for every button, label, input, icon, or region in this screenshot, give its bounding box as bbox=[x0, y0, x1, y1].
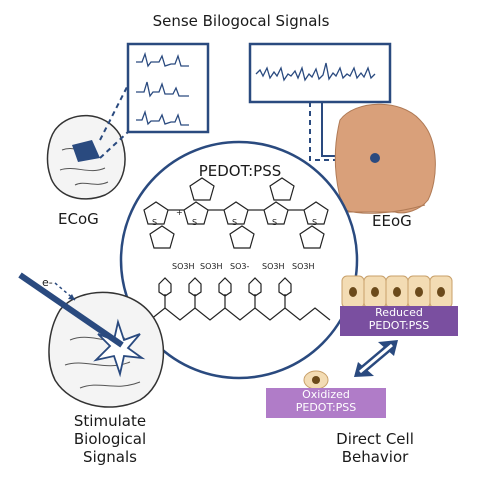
ecog-link-bottom bbox=[99, 131, 129, 159]
sulfonate-label-4: SO3H bbox=[262, 262, 285, 271]
plus-charge: + bbox=[176, 208, 183, 217]
thiophene-s-5: S bbox=[312, 218, 318, 227]
stimulate-brain-icon bbox=[48, 291, 165, 408]
sulfonate-label-3: SO3- bbox=[230, 262, 250, 271]
stimulate-label: Stimulate Biological Signals bbox=[73, 412, 147, 466]
sulfonate-label-2: SO3H bbox=[200, 262, 223, 271]
reduced-layer bbox=[340, 306, 458, 336]
reduced-cells bbox=[341, 275, 453, 309]
thiophene-s-1: S bbox=[152, 218, 158, 227]
ecog-traces bbox=[136, 51, 189, 126]
electron-arrow-head bbox=[68, 294, 75, 300]
electron-label: e- bbox=[42, 276, 53, 289]
electrode-dot bbox=[370, 153, 380, 163]
reduced-label: Reduced PEDOT:PSS bbox=[368, 306, 430, 332]
sulfonate-label-5: SO3H bbox=[292, 262, 315, 271]
ecog-brain-icon bbox=[46, 114, 126, 200]
eeog-label: EEoG bbox=[372, 212, 412, 230]
sulfonate-label-1: SO3H bbox=[172, 262, 195, 271]
thiophene-s-3: S bbox=[232, 218, 238, 227]
ecog-link-top bbox=[99, 84, 129, 141]
ecog-label: ECoG bbox=[58, 210, 99, 228]
head-icon bbox=[334, 103, 436, 214]
oxidized-cell bbox=[303, 370, 329, 390]
switch-arrow-icon bbox=[354, 340, 398, 377]
main-title: Sense Bilogocal Signals bbox=[152, 12, 330, 30]
oxidized-layer bbox=[266, 388, 386, 418]
oxidized-label: Oxidized PEDOT:PSS bbox=[295, 388, 357, 414]
pedot-chain bbox=[143, 177, 329, 249]
eeog-trace bbox=[255, 62, 376, 82]
direct-cell-label: Direct Cell Behavior bbox=[336, 430, 414, 466]
ecog-signal-box bbox=[126, 42, 210, 134]
stimulating-electrode bbox=[18, 272, 124, 348]
thiophene-s-2: S bbox=[192, 218, 198, 227]
thiophene-s-4: S bbox=[272, 218, 278, 227]
pedot-title: PEDOT:PSS bbox=[198, 162, 282, 180]
electron-arrow bbox=[54, 282, 76, 301]
pss-backbone bbox=[149, 277, 331, 321]
